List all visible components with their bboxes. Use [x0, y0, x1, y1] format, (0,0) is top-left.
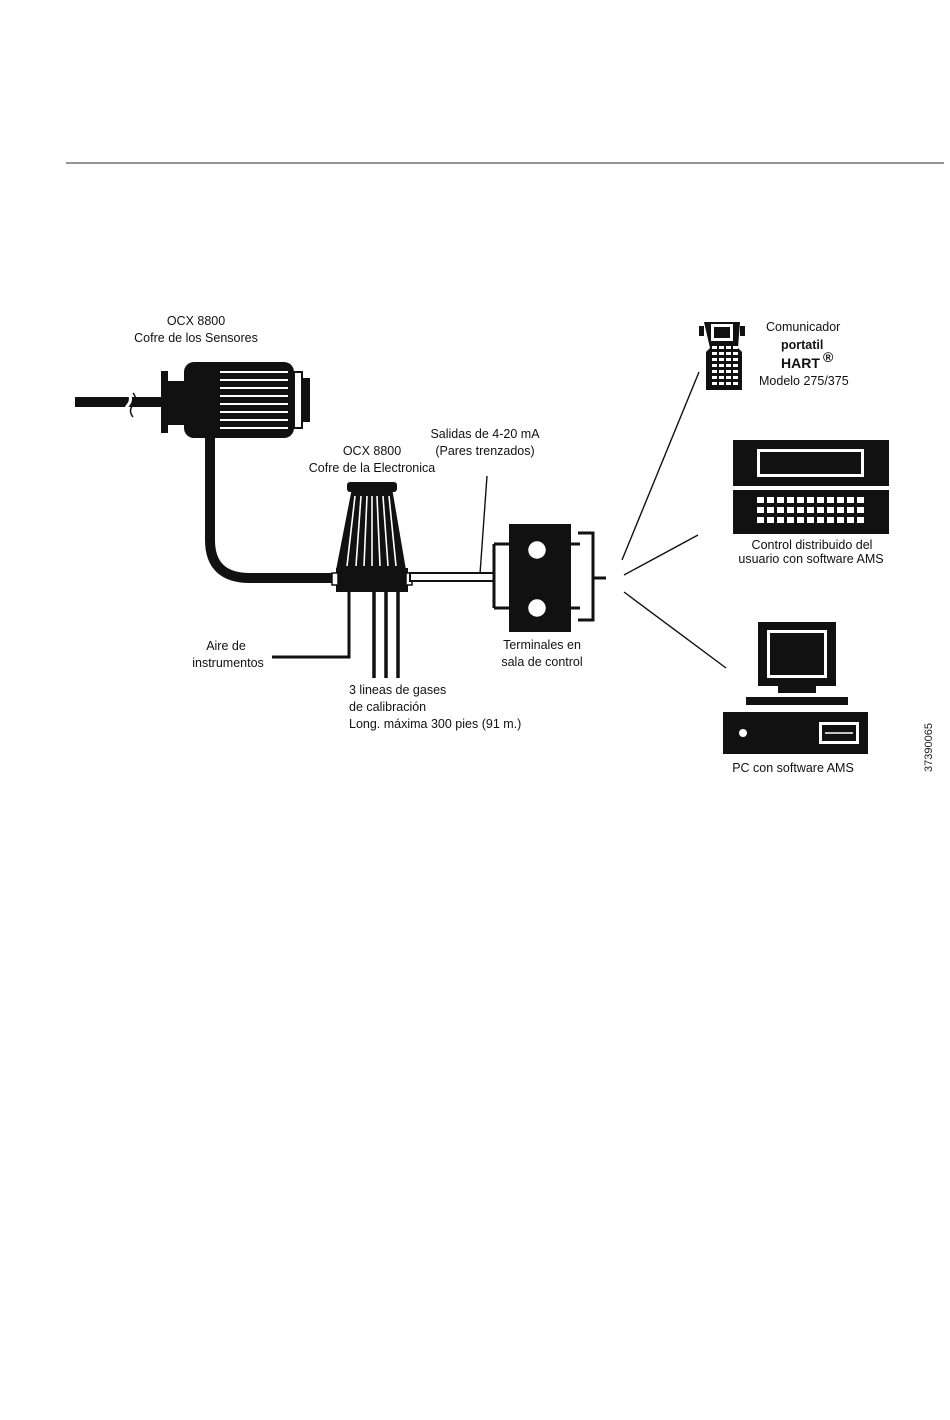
outputs-leader	[479, 475, 488, 575]
electronics-label-line1: OCX 8800	[343, 444, 401, 458]
handheld-registered-mark: ®	[823, 349, 834, 365]
dcs-label-line1: Control distribuido del	[752, 538, 873, 552]
sensor-label-line2: Cofre de los Sensores	[134, 331, 258, 345]
sensor-housing	[75, 362, 310, 438]
terminals-label-line2: sala de control	[501, 655, 582, 669]
sensor-label-line1: OCX 8800	[167, 314, 225, 328]
air-label-line1: Aire de	[206, 639, 246, 653]
sensor-cable	[205, 432, 336, 583]
handheld-label-line4: Modelo 275/375	[759, 374, 849, 388]
handheld-label-line3: HART	[781, 355, 820, 371]
gases-label-line3: Long. máxima 300 pies (91 m.)	[349, 717, 521, 731]
figure-id: 37390065	[923, 723, 935, 772]
output-cable	[409, 572, 495, 582]
handheld-label-line2: portatil	[781, 338, 823, 352]
handheld-label-line1: Comunicador	[766, 320, 840, 334]
pc-computer	[723, 622, 868, 754]
electronics-housing	[331, 482, 413, 592]
pc-label: PC con software AMS	[732, 761, 854, 775]
control-room-terminals	[492, 524, 606, 632]
dcs-workstation	[733, 440, 889, 534]
air-label-line2: instrumentos	[192, 656, 264, 670]
terminals-label-line1: Terminales en	[503, 638, 581, 652]
dcs-label-line2: usuario con software AMS	[738, 552, 883, 566]
communication-lines	[621, 371, 727, 669]
electronics-label-line2: Cofre de la Electronica	[309, 461, 436, 475]
hart-handheld	[699, 322, 745, 390]
outputs-label-line1: Salidas de 4-20 mA	[430, 427, 540, 441]
gases-label-line1: 3 lineas de gases	[349, 683, 446, 697]
outputs-label-line2: (Pares trenzados)	[435, 444, 534, 458]
gases-label-line2: de calibración	[349, 700, 426, 714]
air-line	[272, 592, 351, 659]
calibration-gas-lines	[372, 592, 400, 678]
